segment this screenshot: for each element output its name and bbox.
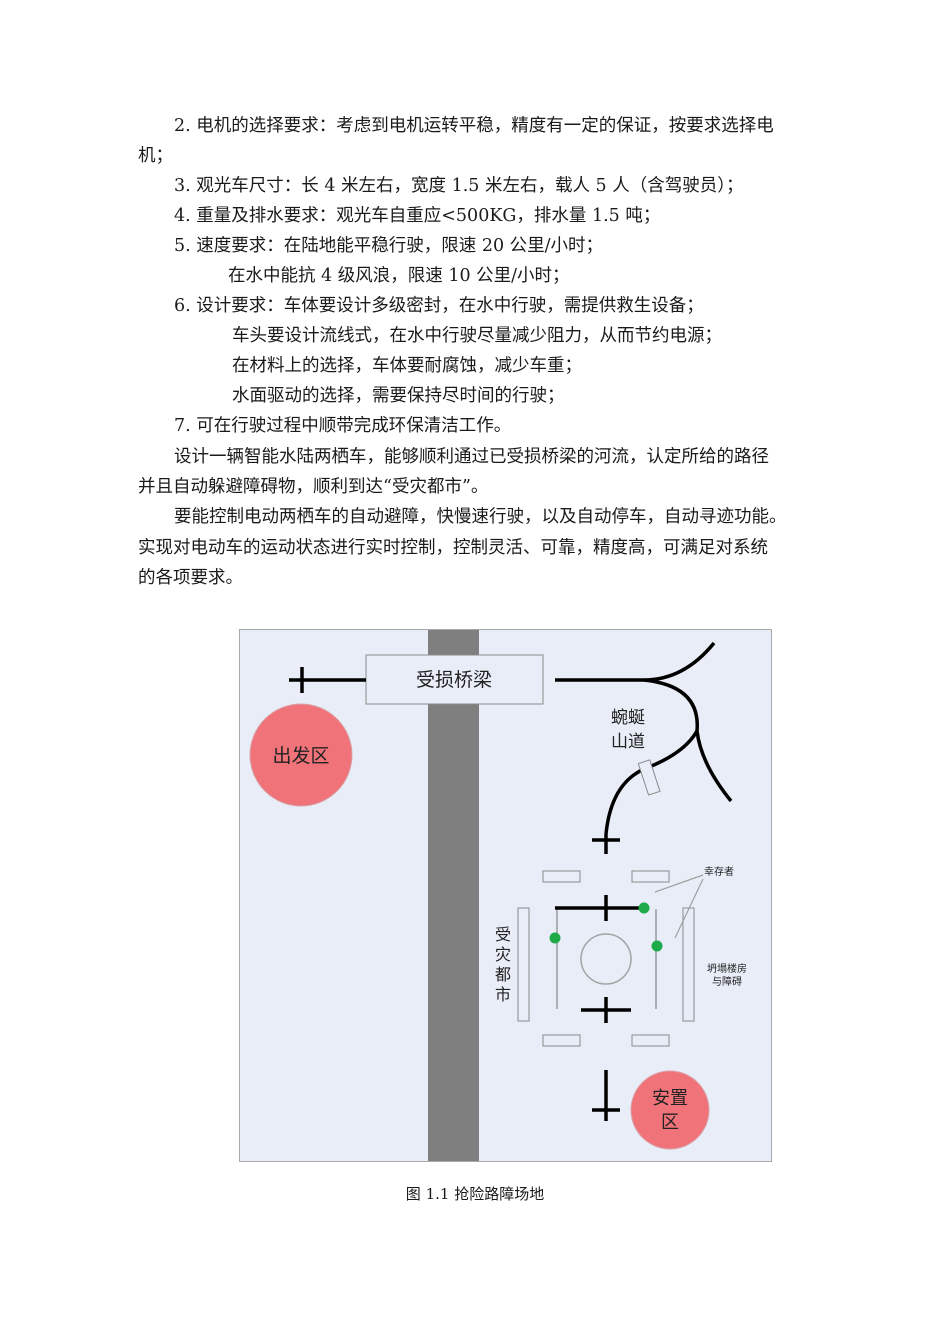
collapse-label: 坍塌楼房 bbox=[707, 962, 747, 975]
survivor-pointer bbox=[654, 874, 704, 893]
survivor-dot bbox=[651, 940, 663, 952]
text-line: 要能控制电动两栖车的自动避障，快慢速行驶，以及自动停车，自动寻迹功能。 bbox=[174, 507, 787, 527]
text-line: 并且自动躲避障碍物，顺利到达“受灾都市”。 bbox=[138, 477, 489, 497]
city-label: 市 bbox=[495, 985, 511, 1004]
text-line: 水面驱动的选择，需要保持尽时间的行驶； bbox=[232, 386, 565, 406]
text-line: 车头要设计流线式，在水中行驶尽量减少阻力，从而节约电源； bbox=[232, 326, 722, 346]
text-line: 2. 电机的选择要求：考虑到电机运转平稳，精度有一定的保证，按要求选择电 bbox=[174, 116, 774, 136]
survivor-pointer bbox=[674, 878, 704, 939]
start-label: 出发区 bbox=[272, 745, 329, 767]
text-line: 3. 观光车尺寸：长 4 米左右，宽度 1.5 米左右，载人 5 人（含驾驶员）… bbox=[174, 176, 744, 196]
building-block bbox=[517, 907, 530, 1022]
survivor-dot bbox=[638, 902, 650, 914]
text-line: 7. 可在行驶过程中顺带完成环保清洁工作。 bbox=[174, 416, 512, 436]
text-line: 5. 速度要求：在陆地能平稳行驶，限速 20 公里/小时； bbox=[174, 236, 604, 256]
shelter-zone bbox=[630, 1070, 710, 1150]
building-block bbox=[631, 1034, 670, 1047]
shelter-label: 区 bbox=[661, 1112, 679, 1133]
survivor-dot bbox=[549, 932, 561, 944]
building-block bbox=[682, 907, 695, 1022]
shelter-label: 安置 bbox=[652, 1088, 688, 1109]
road-obstacle bbox=[637, 759, 661, 796]
building-block bbox=[542, 1034, 581, 1047]
text-line: 实现对电动车的运动状态进行实时控制，控制灵活、可靠，精度高，可满足对系统 bbox=[138, 538, 768, 558]
rescue-field-diagram: 受损桥梁 出发区 蜿蜒 山道 幸存者 受 灾 都 市 坍塌楼房 与障碍 安置 bbox=[239, 629, 772, 1162]
path-fork-branch bbox=[643, 678, 733, 803]
city-label: 灾 bbox=[495, 945, 511, 964]
text-line: 设计一辆智能水陆两栖车，能够顺利通过已受损桥梁的河流，认定所给的路径 bbox=[174, 447, 769, 467]
collapse-label: 与障碍 bbox=[712, 975, 742, 988]
text-line: 6. 设计要求：车体要设计多级密封，在水中行驶，需提供救生设备； bbox=[174, 296, 704, 316]
mountain-road-label: 山道 bbox=[611, 732, 645, 752]
city-label: 都 bbox=[495, 965, 511, 984]
bridge-label: 受损桥梁 bbox=[416, 669, 492, 691]
river bbox=[428, 630, 479, 1161]
start-zone bbox=[249, 703, 353, 807]
text-line: 在材料上的选择，车体要耐腐蚀，减少车重； bbox=[232, 356, 582, 376]
building-block bbox=[542, 870, 581, 883]
city-label: 受 bbox=[495, 925, 511, 944]
bridge-box bbox=[365, 654, 544, 705]
text-line: 在水中能抗 4 级风浪，限速 10 公里/小时； bbox=[228, 266, 570, 286]
mountain-road-label: 蜿蜒 bbox=[611, 708, 645, 728]
text-line: 4. 重量及排水要求：观光车自重应<500KG，排水量 1.5 吨； bbox=[174, 206, 661, 226]
text-line: 机； bbox=[138, 146, 173, 166]
building-block bbox=[631, 870, 670, 883]
roundabout bbox=[580, 933, 632, 985]
figure-caption: 图 1.1 抢险路障场地 bbox=[405, 1185, 545, 1203]
text-line: 的各项要求。 bbox=[138, 568, 243, 588]
survivor-label: 幸存者 bbox=[704, 865, 734, 878]
